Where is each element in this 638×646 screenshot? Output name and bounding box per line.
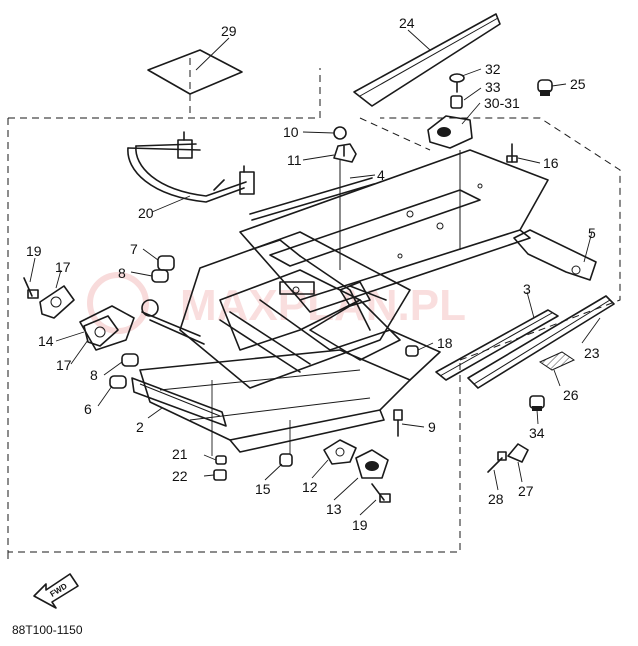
part-6-bushing — [109, 375, 127, 389]
callout-19-left: 19 — [26, 243, 42, 259]
part-30-31-bracket — [427, 115, 473, 149]
callout-14: 14 — [38, 333, 54, 349]
callout-8-upper: 8 — [118, 265, 126, 281]
callout-12: 12 — [302, 479, 318, 495]
callout-7: 7 — [130, 241, 138, 257]
part-8-bushing-lower — [121, 353, 139, 367]
part-18-plug — [405, 345, 419, 357]
watermark-logo: MAXPLAN.PL — [87, 272, 466, 334]
callout-23: 23 — [584, 345, 600, 361]
callout-26: 26 — [563, 387, 579, 403]
callout-20: 20 — [138, 205, 154, 221]
callout-4: 4 — [377, 167, 385, 183]
part-33-spacer — [450, 95, 463, 109]
callout-6: 6 — [84, 401, 92, 417]
callout-17-upper: 17 — [55, 259, 71, 275]
callout-3: 3 — [523, 281, 531, 297]
callout-10: 10 — [283, 124, 299, 140]
part-3-rail — [435, 309, 559, 381]
callout-24: 24 — [399, 15, 415, 31]
part-21-washer — [215, 455, 227, 465]
part-25-cap — [537, 79, 553, 96]
part-34-nut — [529, 395, 545, 411]
part-7-bushing — [157, 255, 175, 271]
callout-5: 5 — [588, 225, 596, 241]
part-17-gasket-upper — [39, 285, 75, 319]
callout-2: 2 — [136, 419, 144, 435]
callout-27: 27 — [518, 483, 534, 499]
part-4-rail — [249, 177, 375, 221]
callout-11: 11 — [287, 152, 302, 168]
callout-30-31: 30-31 — [484, 95, 520, 111]
part-9-bolt — [393, 409, 403, 437]
part-27-clip — [507, 443, 529, 463]
callout-labels: 29 24 32 33 30-31 25 10 11 16 4 20 5 7 8… — [26, 15, 600, 533]
callout-9: 9 — [428, 419, 436, 435]
callout-13: 13 — [326, 501, 342, 517]
forward-arrow-label: FWD — [48, 581, 68, 598]
part-14-housing — [79, 299, 205, 351]
part-12-mount — [323, 439, 357, 465]
part-22-nut — [213, 469, 227, 481]
callout-15: 15 — [255, 481, 271, 497]
callout-32: 32 — [485, 61, 501, 77]
part-19-screw-bottom — [371, 483, 391, 503]
callout-19-bottom: 19 — [352, 517, 368, 533]
callout-34: 34 — [529, 425, 545, 441]
drawing-code: 88T100-1150 — [12, 623, 83, 637]
part-23-strip — [467, 295, 615, 389]
part-16-screw — [506, 143, 518, 163]
part-32-bolt — [449, 73, 465, 93]
callout-16: 16 — [543, 155, 559, 171]
callout-21: 21 — [172, 446, 188, 462]
callout-28: 28 — [488, 491, 504, 507]
frame-front-section — [179, 231, 411, 389]
frame-tunnel — [239, 149, 549, 313]
part-2-bumper — [131, 377, 227, 427]
forward-arrow-icon: FWD — [33, 573, 79, 609]
part-8-bushing-upper — [151, 269, 169, 283]
part-20-handle — [127, 131, 255, 203]
part-19-screw-left — [23, 277, 39, 299]
callout-25: 25 — [570, 76, 586, 92]
callout-18: 18 — [437, 335, 453, 351]
part-15-collar — [279, 453, 293, 467]
part-28-bolt — [487, 451, 507, 473]
frame-underside — [139, 329, 441, 453]
callout-17-lower: 17 — [56, 357, 72, 373]
part-10-nut — [333, 126, 347, 140]
callout-22: 22 — [172, 468, 188, 484]
part-29-label-sheet — [147, 49, 243, 95]
part-24-side-strip — [353, 13, 501, 107]
callout-33: 33 — [485, 79, 501, 95]
callout-29: 29 — [221, 23, 237, 39]
callout-8-lower: 8 — [90, 367, 98, 383]
part-17-gasket-lower — [83, 315, 119, 347]
part-13-mount — [355, 449, 389, 479]
leader-lines — [29, 29, 601, 516]
part-5-stay — [513, 229, 597, 281]
part-11-stay — [333, 143, 357, 163]
part-26-plate — [538, 351, 576, 371]
